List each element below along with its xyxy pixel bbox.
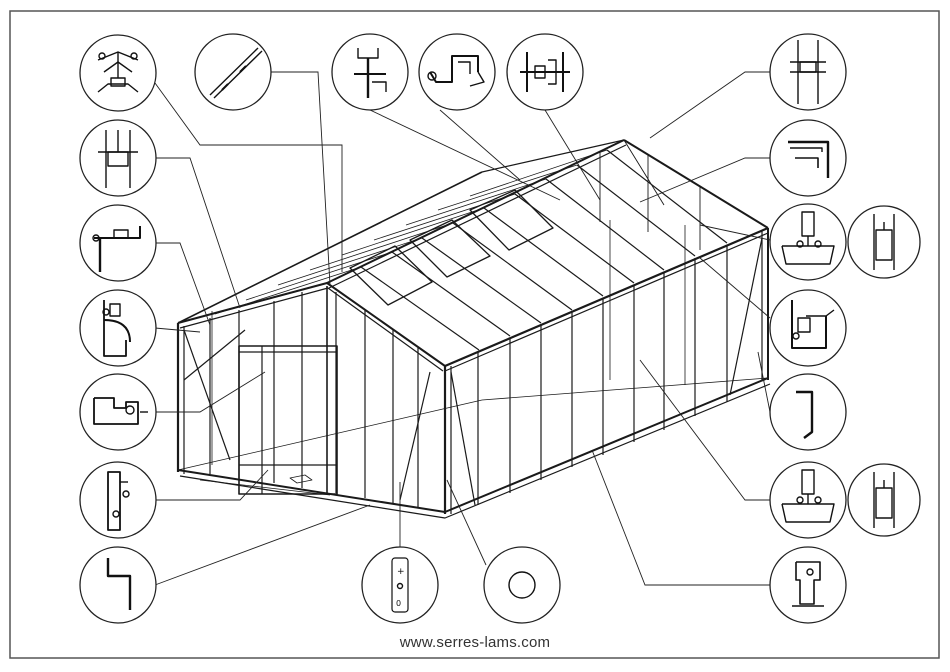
callout-ring-washer	[484, 547, 560, 623]
greenhouse-structure	[178, 140, 770, 518]
svg-text:0: 0	[396, 599, 401, 608]
callout-side-stud-detail	[848, 464, 920, 536]
callout-base-profile	[770, 547, 846, 623]
callout-end-stud	[848, 206, 920, 278]
callout-base-rail	[770, 374, 846, 450]
callout-corner-flashing	[80, 547, 156, 623]
callout-eave-beam	[770, 290, 846, 366]
callout-eave-connector	[332, 34, 408, 110]
callout-door-frame	[80, 205, 156, 281]
leader-lines	[155, 72, 770, 585]
callout-glass-clip	[80, 462, 156, 538]
callout-sliding-door	[80, 290, 156, 366]
website-caption: www.serres-lams.com	[0, 634, 950, 651]
svg-text:+: +	[397, 567, 405, 577]
